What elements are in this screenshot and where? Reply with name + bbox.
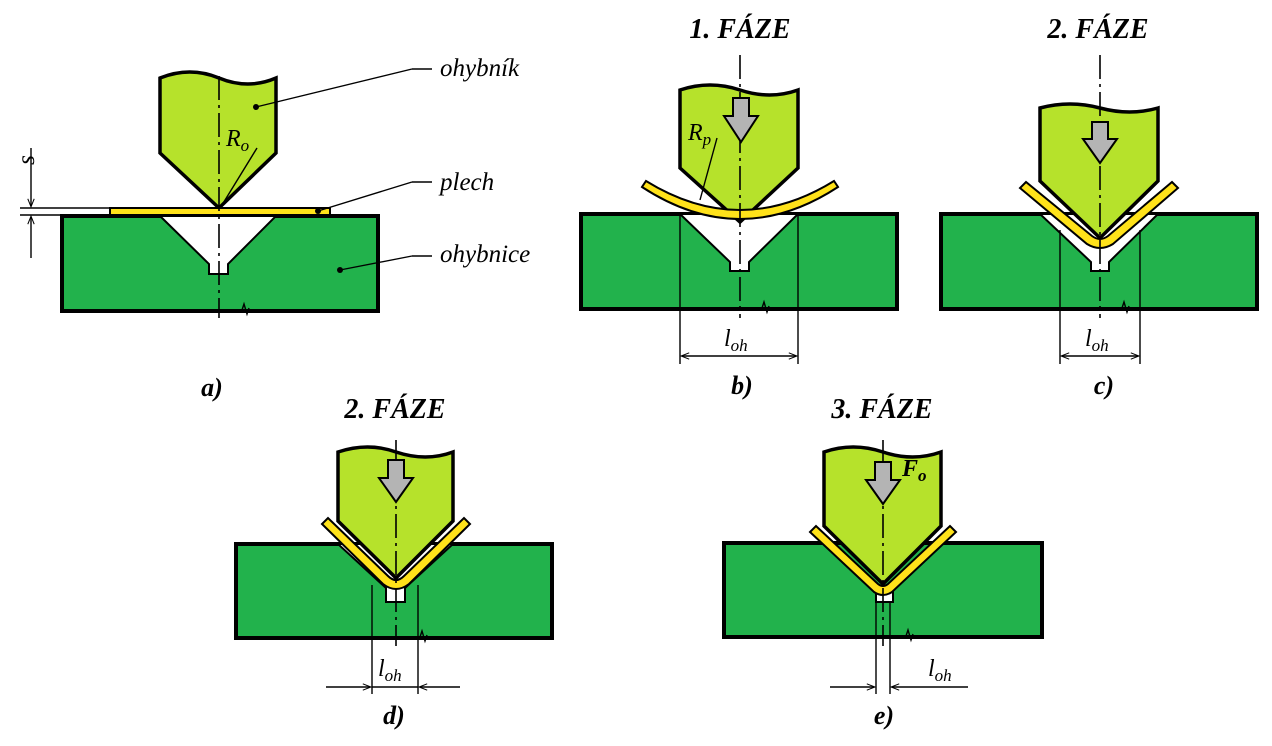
bend-length-label-b: loh [724,326,748,355]
panel-e: 3. FÁZE Fo loh e) [722,394,1044,730]
down-arrow-icon [864,461,902,506]
punch-label: ohybník [440,55,520,82]
punch-b [678,83,800,225]
punch-a [158,70,278,211]
bend-length-label-e: loh [928,656,952,685]
bend-radius-label: Rp [687,120,711,149]
sheet-b [640,179,840,220]
punch-radius-label: Ro [225,126,249,155]
sheet-c [1018,180,1180,249]
punch-leader-dot [253,104,259,110]
down-arrow-icon [1081,121,1119,165]
break-mark-c [1121,299,1130,315]
force-label: Fo [901,456,927,485]
panel-label-e: e) [874,701,894,730]
punch-radius-leader [221,147,258,206]
sheet-a [109,207,331,216]
punch-leader [255,68,413,108]
die-label: ohybnice [440,241,530,268]
thickness-label: s [13,155,40,165]
panel-c: 2. FÁZE loh c) [939,14,1259,400]
down-arrow-icon [377,459,415,504]
panel-label-b: b) [731,371,753,400]
break-mark-d [419,628,428,644]
panel-d: 2. FÁZE loh d) [234,394,554,730]
phase-title-b: 1. FÁZE [689,14,790,45]
break-mark-e [905,627,914,643]
phase-title-e: 3. FÁZE [830,394,932,425]
punch-d [336,445,455,581]
panel-b: 1. FÁZE Rp loh b) [579,14,899,400]
sheet-label: plech [438,169,494,196]
bend-radius-leader [699,137,718,201]
sheet-e [808,524,958,596]
panel-a: s Ro ohybník plech ohybnice a) [13,55,530,402]
phase-title-c: 2. FÁZE [1046,14,1148,45]
break-mark-a [241,301,250,317]
sheet-leader [317,181,413,212]
phase-title-d: 2. FÁZE [343,394,445,425]
punch-c [1038,102,1160,241]
sheet-d [320,516,472,590]
down-arrow-icon [722,97,760,144]
panel-label-c: c) [1094,371,1114,400]
bend-length-label-c: loh [1085,326,1109,355]
panel-label-d: d) [383,701,405,730]
break-mark-b [761,299,770,315]
die-leader [339,255,413,271]
bend-length-label-d: loh [378,656,402,685]
panel-label-a: a) [201,373,223,402]
